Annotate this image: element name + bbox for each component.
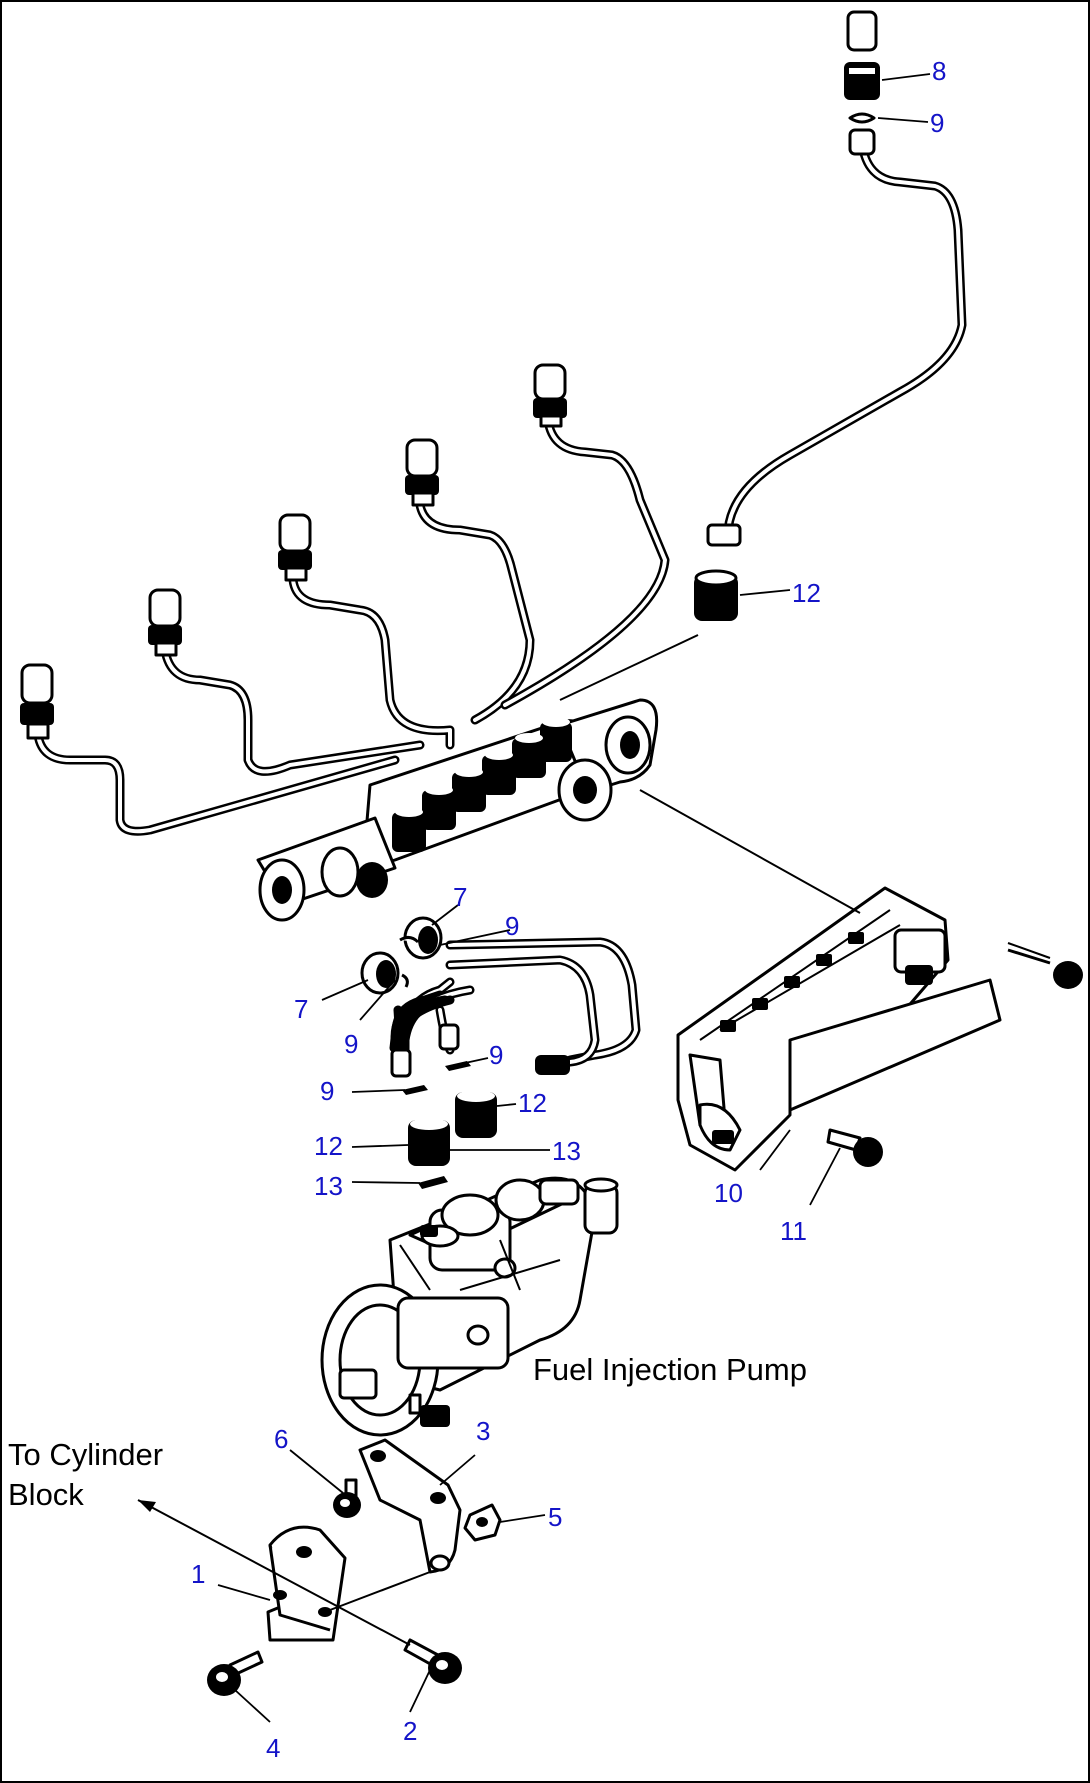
bolt-bracket-upper [1007,942,1083,989]
callout-9-mid: 9 [489,1040,503,1070]
injector-3 [278,513,312,582]
callout-9-upper: 9 [505,911,519,941]
callout-11: 11 [780,1216,807,1246]
callout-2: 2 [403,1716,417,1746]
bolt-part-6 [333,1478,361,1518]
nut-part-8 [844,62,880,100]
bolt-part-4 [207,1650,264,1696]
injection-line-2 [160,645,425,776]
callout-13-right: 13 [552,1136,581,1166]
top-fitting-stack [844,10,880,156]
callout-9-left: 9 [344,1029,358,1059]
callout-9-top: 9 [930,108,944,138]
overflow-fitting-left [390,1048,412,1078]
fuel-injection-pump [320,1176,619,1437]
injector-6-end [846,10,878,52]
overflow-fitting-mid [438,1023,460,1051]
line-6-end-fitting [848,128,876,156]
to-cylinder-block-label-line2: Block [8,1477,84,1512]
gasket-part-9-b [402,1085,428,1095]
gasket-part-9-a [445,1061,471,1071]
callout-7-lower: 7 [294,994,308,1024]
callout-6: 6 [274,1424,288,1454]
bracket-part-1 [266,1525,347,1642]
bracket-part-3 [358,1438,462,1574]
assembly-guide-line-bracket1 [329,1571,431,1611]
bolt-part-11 [826,1128,883,1167]
bolt-part-2 [403,1638,462,1684]
callout-5: 5 [548,1502,562,1532]
nut-part-5 [463,1503,502,1542]
sleeve-part-12-upper [694,523,742,621]
callout-4: 4 [266,1733,280,1763]
banjo-bolt-part-7-lower [360,951,400,995]
fuel-injection-pump-label: Fuel Injection Pump [533,1352,807,1387]
callout-1: 1 [191,1559,205,1589]
leader-lines [217,73,931,1723]
sleeve-part-12-left [408,1118,450,1166]
gasket-part-13-b [418,1176,448,1189]
injector-2 [148,588,182,657]
injector-5 [533,363,567,428]
callout-12-right: 12 [518,1088,547,1118]
overflow-fitting-right [535,1055,570,1075]
callout-12-left: 12 [314,1131,343,1161]
callout-8: 8 [932,56,946,86]
callout-13-left: 13 [314,1171,343,1201]
pump-bracket-part-10 [676,886,1002,1172]
callout-9-lower: 9 [320,1076,334,1106]
sleeve-part-12-right [455,1090,497,1138]
injection-line-1 [33,730,400,836]
to-cylinder-block-label-line1: To Cylinder [8,1437,163,1472]
assembly-guide-line-bracket [639,789,861,914]
callout-3: 3 [476,1416,490,1446]
to-cylinder-block-line [137,1499,411,1646]
callout-numbers: 8 9 12 7 9 7 9 9 9 12 12 13 13 10 11 6 3… [191,56,946,1763]
injector-nozzles [20,363,567,740]
gasket-part-9-c [399,935,420,944]
injector-4 [405,438,439,507]
assembly-guide-line-12 [559,634,699,701]
delivery-manifold [256,698,659,922]
injection-line-6 [723,137,967,545]
to-cylinder-block-arrow [138,1500,156,1512]
callout-12-upper: 12 [792,578,821,608]
injection-lines [33,137,967,836]
gasket-part-9-top [848,112,876,124]
callout-7-upper: 7 [453,882,467,912]
return-pipes [389,937,641,1067]
callout-10: 10 [714,1178,743,1208]
gasket-part-9-d [401,973,409,988]
injector-1 [20,663,54,740]
